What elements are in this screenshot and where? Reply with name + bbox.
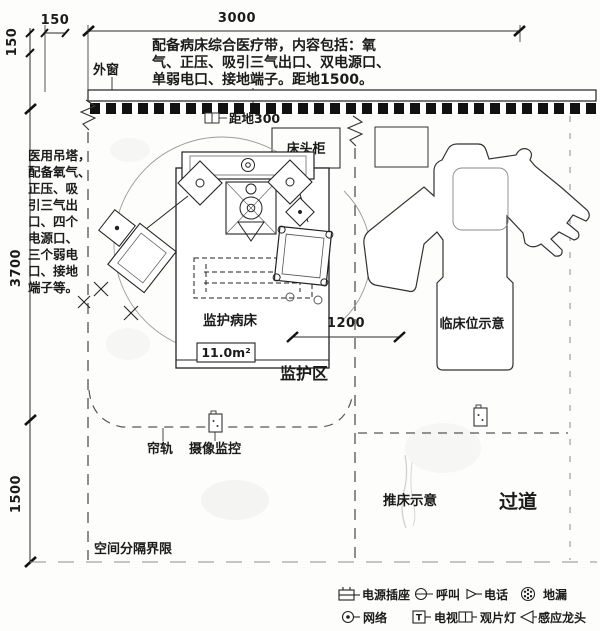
adjacent-bed-group: 临床位示意: [363, 126, 590, 371]
band-note-line3: 单弱电口、接地端子。距地1500。: [152, 71, 373, 88]
boundary-lines: [30, 99, 597, 563]
adjacent-pillow: [452, 167, 509, 231]
camera-icon: [208, 413, 223, 433]
medical-band-note: 配备病床综合医疗带，内容包括：氧 气、正压、吸引三气出口、双电源口、 单弱电口、…: [151, 37, 390, 104]
pendant-note-line: 正压、吸: [28, 181, 79, 196]
band-note-line2: 气、正压、吸引三气出口、双电源口、: [151, 54, 390, 71]
pendant-note-line: 配备氧气、: [28, 165, 91, 180]
adjacent-bed-label: 临床位示意: [439, 316, 504, 332]
exterior-wall: [87, 89, 597, 114]
dim-150-vertical: 150: [5, 28, 20, 57]
bed-label: 监护病床: [203, 312, 257, 329]
window-strip: [87, 89, 597, 102]
socket-height-note: 距地300: [204, 111, 280, 126]
network-icon: [341, 610, 360, 624]
zone-label: 监护区: [280, 364, 328, 383]
legend-label: 网络: [363, 610, 387, 625]
phone-icon: [466, 588, 482, 600]
pendant-note-line: 端子等。: [28, 280, 78, 295]
dim-3000: 3000: [218, 11, 256, 26]
ventilator-cart: [77, 209, 177, 321]
break-symbol-center: [346, 115, 364, 147]
stretcher-label: 推床示意: [383, 492, 437, 509]
monitor-unit: [272, 197, 334, 305]
dim-1200: 1200: [327, 316, 365, 331]
legend-label: 电视: [434, 610, 458, 625]
socket-icon: [211, 112, 220, 124]
legend-label: 电话: [484, 587, 508, 602]
area-badge: 11.0m²: [196, 342, 256, 363]
dim-3700: 3700: [9, 249, 24, 287]
adjacent-bed-silhouette: [363, 143, 590, 371]
monitor-bed-group: [77, 151, 334, 369]
camera-group-left: 帘轨 摄像监控: [147, 410, 241, 457]
left-dimension-line: 3700 1500: [9, 56, 37, 568]
legend-label: 呼叫: [436, 587, 460, 602]
film-light-icon: [458, 611, 477, 623]
camera-label: 摄像监控: [189, 441, 241, 457]
legend-label: 感应龙头: [538, 610, 586, 625]
top-dimension-3000: 3000: [82, 11, 526, 90]
adjacent-cabinet: [374, 126, 429, 168]
floor-drain-icon: [520, 586, 536, 602]
pendant-note-line: 医用吊塔，: [28, 148, 91, 163]
area-label: 11.0m²: [201, 345, 250, 360]
socket-icon: [204, 112, 213, 124]
tv-icon-letter: T: [416, 614, 423, 624]
dimension-1200: 1200: [286, 316, 406, 343]
camera-icon: [473, 407, 488, 427]
window-label: 外窗: [92, 62, 119, 78]
dim-1500: 1500: [9, 475, 24, 513]
legend-label: 电源插座: [362, 587, 410, 602]
tv-icon: T: [412, 610, 431, 624]
pendant-note: 医用吊塔， 配备氧气、 正压、吸 引三气出 口、四个 电源口、 三个弱电 口、接…: [28, 148, 91, 295]
legend: 电源插座 呼叫 电话 地漏 网络 T 电视: [338, 586, 586, 625]
sensor-faucet-icon: [519, 610, 537, 624]
corridor-label: 过道: [499, 490, 537, 513]
legend-label: 观片灯: [480, 610, 516, 625]
corner-dimension-150: 150 150: [5, 13, 70, 92]
pendant-arm-right: [267, 159, 313, 223]
pendant-note-line: 三个弱电: [28, 247, 79, 262]
caster-marks: [77, 281, 139, 321]
curtain-label: 帘轨: [147, 441, 173, 457]
pendant-column: [225, 181, 277, 242]
pendant-note-line: 电源口、: [28, 231, 78, 246]
dim-150-horizontal: 150: [41, 13, 70, 28]
power-socket-icon: [338, 587, 360, 601]
boundary-label: 空间分隔界限: [94, 541, 173, 557]
pendant-note-line: 口、四个: [28, 214, 79, 229]
scan-artifacts: [106, 138, 481, 529]
call-icon: [414, 587, 433, 601]
curtain-tracks: [88, 389, 568, 434]
pendant-note-line: 引三气出: [28, 198, 78, 213]
legend-label: 地漏: [543, 587, 567, 602]
camera-group-right: [473, 404, 488, 427]
band-note-line1: 配备病床综合医疗带，内容包括：氧: [152, 37, 376, 54]
socket-height-label: 距地300: [229, 111, 280, 126]
pendant-note-line: 口、接地: [28, 264, 79, 279]
break-symbol-left: [79, 99, 97, 131]
